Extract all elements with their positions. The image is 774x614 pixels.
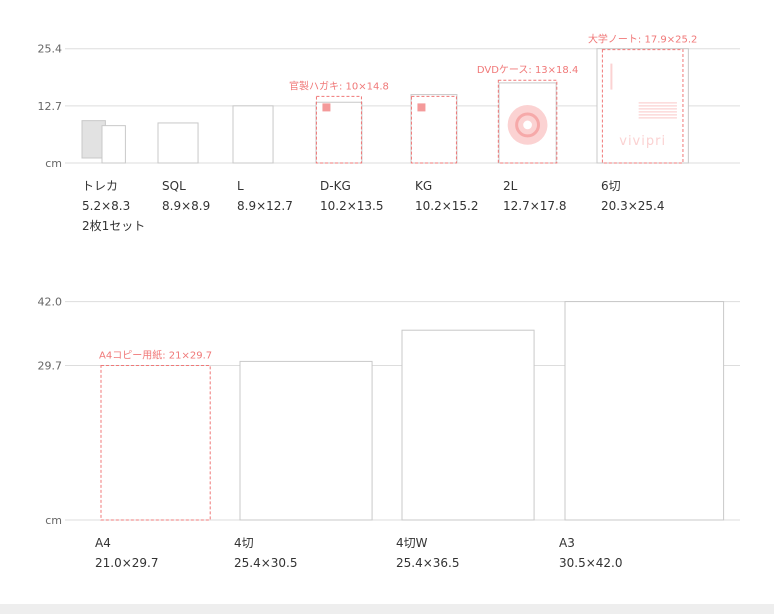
print-size-box <box>239 360 373 521</box>
size-name-label: 6切 <box>601 179 621 193</box>
size-name-label: D-KG <box>320 179 351 193</box>
y-tick-label: 29.7 <box>38 360 63 373</box>
reference-object-label: A4コピー用紙: 21×29.7 <box>99 349 212 362</box>
size-dimension-label: 21.0×29.7 <box>95 556 159 570</box>
footer-strip <box>0 604 774 614</box>
size-dimension-label: 25.4×30.5 <box>234 556 298 570</box>
reference-object-outline <box>497 79 558 164</box>
y-tick-label: 25.4 <box>38 43 63 56</box>
size-name-label: A4 <box>95 536 111 550</box>
size-dimension-label: 12.7×17.8 <box>503 199 567 213</box>
reference-object-label: 大学ノート: 17.9×25.2 <box>588 33 697 46</box>
reference-object-label: 官製ハガキ: 10×14.8 <box>289 79 389 92</box>
postcard-stamp-icon <box>417 103 426 112</box>
notebook-brand-label: vivipri <box>619 134 666 149</box>
size-name-label: KG <box>415 179 432 193</box>
size-dimension-label: 8.9×12.7 <box>237 199 293 213</box>
y-tick-label: cm <box>45 514 62 527</box>
size-dimension-label: 8.9×8.9 <box>162 199 210 213</box>
size-name-label: L <box>237 179 244 193</box>
size-dimension-label: 25.4×36.5 <box>396 556 460 570</box>
y-tick-label: cm <box>45 157 62 170</box>
size-name-label: トレカ <box>82 179 118 193</box>
reference-object-outline <box>410 95 457 164</box>
print-size-box <box>564 301 725 521</box>
size-name-label: 4切 <box>234 536 254 550</box>
postcard-stamp-icon <box>322 103 331 112</box>
size-name-label: A3 <box>559 536 575 550</box>
size-dimension-label: 20.3×25.4 <box>601 199 665 213</box>
size-name-label: SQL <box>162 179 186 193</box>
reference-object-outline <box>315 95 362 164</box>
reference-object-outline <box>601 49 684 164</box>
disc-hole-icon <box>523 120 532 130</box>
y-tick-label: 42.0 <box>38 296 63 309</box>
size-name-label: 2L <box>503 179 518 193</box>
print-size-box <box>232 105 274 164</box>
size-dimension-label: 30.5×42.0 <box>559 556 623 570</box>
size-note-label: 2枚1セット <box>82 218 145 233</box>
y-tick-label: 12.7 <box>38 100 63 113</box>
size-dimension-label: 10.2×13.5 <box>320 199 384 213</box>
reference-object-outline <box>100 365 211 521</box>
size-dimension-label: 10.2×15.2 <box>415 199 479 213</box>
trading-card-front <box>101 125 126 164</box>
size-dimension-label: 5.2×8.3 <box>82 199 130 213</box>
print-size-box <box>157 122 199 164</box>
print-size-box <box>401 329 535 521</box>
disc-ring-icon <box>515 112 541 138</box>
reference-object-label: DVDケース: 13×18.4 <box>477 64 578 76</box>
size-name-label: 4切W <box>396 536 428 550</box>
